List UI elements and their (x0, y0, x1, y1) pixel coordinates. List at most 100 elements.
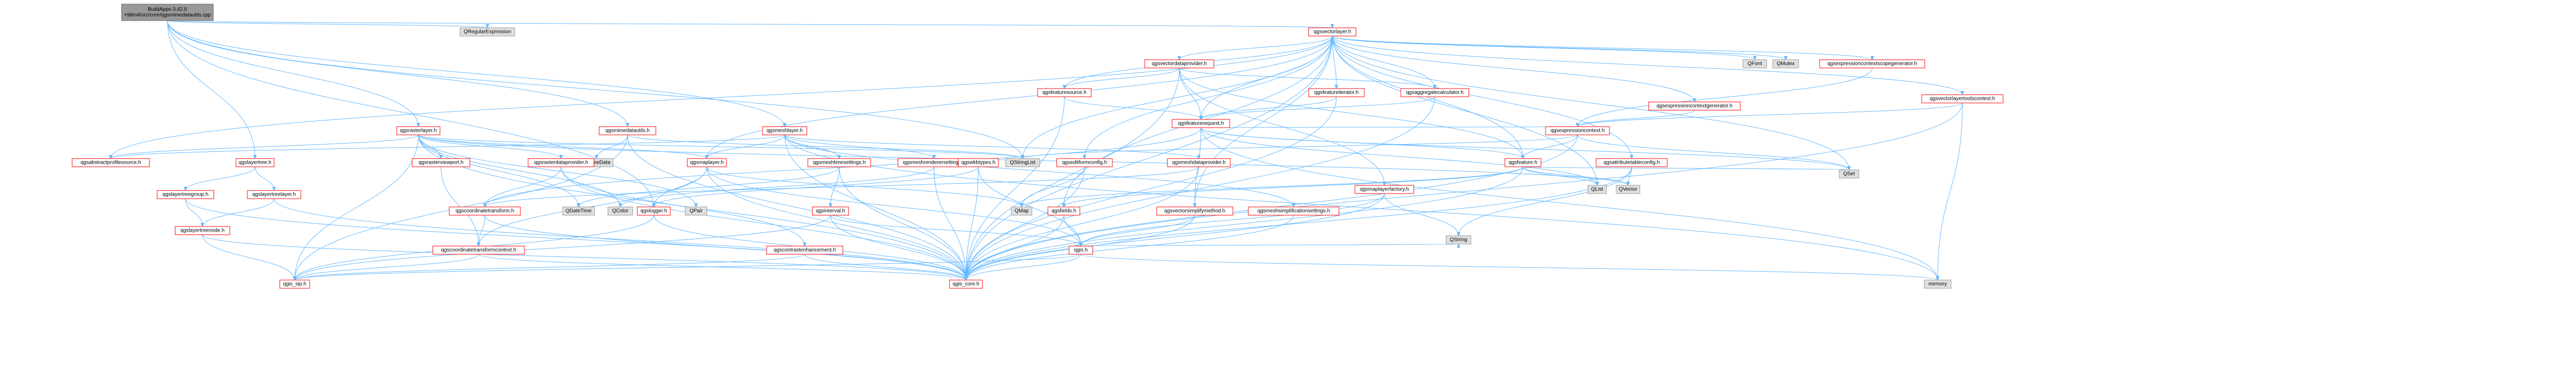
graph-node-qgsrasterlayer[interactable]: qgsrasterlayer.h (396, 126, 440, 135)
edge-qgscoordinatetransform-to-qgis_core (484, 215, 966, 280)
graph-node-qgsmeshtimesettings[interactable]: qgsmeshtimesettings.h (807, 158, 871, 167)
graph-node-qgsvectorlayertoolscontext[interactable]: qgsvectorlayertoolscontext.h (1921, 94, 2004, 103)
edge-qgis_h-to-memory (1080, 254, 1938, 280)
edges-layer (111, 20, 1963, 280)
node-label-qvector: QVector (1619, 187, 1638, 193)
edge-qgscoordinatetransform-to-qgscoordinatetransformcontext (479, 215, 485, 246)
edge-qgsmaplayer-to-qgslogger (654, 166, 707, 207)
graph-node-qgsvectorsimplifymethod[interactable]: qgsvectorsimplifymethod.h (1156, 206, 1233, 216)
graph-node-qgsvectordataprovider[interactable]: qgsvectordataprovider.h (1144, 59, 1214, 68)
edge-qgseditformconfig-to-qgis_core (966, 166, 1085, 280)
edge-qgsmeshlayer-to-qgsmaplayer (707, 134, 785, 159)
graph-node-root[interactable]: BuildApps-3.42.0+98m4/src/core/qgsmimeda… (121, 4, 214, 21)
edge-qgsfeaturesource-to-qgis_core (966, 96, 1065, 280)
graph-node-qgsvectorlayer[interactable]: qgsvectorlayer.h (1308, 27, 1357, 37)
graph-node-qgsinterval[interactable]: qgsinterval.h (812, 206, 849, 216)
node-label-qgslogger: qgslogger.h (640, 208, 667, 214)
graph-node-qgsmeshsimplificationsettings[interactable]: qgsmeshsimplificationsettings.h (1248, 206, 1340, 216)
node-label-qgis_sip: qgis_sip.h (283, 282, 306, 287)
node-label-qcolor: QColor (612, 208, 629, 214)
edge-qgsmeshlayer-to-qgsmeshsimplificationsettings (784, 134, 1294, 207)
graph-node-qcolor: QColor (607, 206, 633, 216)
graph-node-qgslogger[interactable]: qgslogger.h (637, 206, 671, 216)
graph-node-qgsrasterviewport[interactable]: qgsrasterviewport.h (412, 158, 470, 167)
graph-node-qgscoordinatetransformcontext[interactable]: qgscoordinatetransformcontext.h (432, 246, 525, 255)
graph-node-qgsfeature[interactable]: qgsfeature.h (1504, 158, 1541, 167)
edge-qgswkbtypes-to-qgis_core (966, 166, 979, 280)
node-box-qgsrasterlayer (396, 126, 440, 135)
graph-node-qgsmaplayerfactory[interactable]: qgsmaplayerfactory.h (1354, 185, 1414, 194)
graph-node-qgslayertree[interactable]: qgslayertree.h (235, 158, 275, 167)
graph-node-qgsmeshlayer[interactable]: qgsmeshlayer.h (762, 126, 807, 135)
node-box-qgsmaplayer (687, 158, 727, 167)
graph-node-qgsfeatureiterator[interactable]: qgsfeatureiterator.h (1308, 88, 1365, 97)
node-box-memory (1924, 280, 1952, 289)
graph-node-qgsexpressioncontextgenerator[interactable]: qgsexpressioncontextgenerator.h (1648, 101, 1741, 111)
node-box-qgsmeshtimesettings (807, 158, 871, 167)
graph-node-qgswkbtypes[interactable]: qgswkbtypes.h (958, 158, 999, 167)
node-label-memory: memory (1928, 282, 1947, 287)
graph-node-qgslayertreegroup[interactable]: qgslayertreegroup.h (157, 190, 214, 199)
edge-qgsvectorlayertoolscontext-to-qgis_core (966, 102, 1963, 280)
graph-node-qgsfields[interactable]: qgsfields.h (1047, 206, 1080, 216)
graph-node-qgsfeaturerequest[interactable]: qgsfeaturerequest.h (1172, 119, 1230, 128)
edge-qgswkbtypes-to-qgslogger (654, 166, 979, 207)
edge-qgswkbtypes-to-qgis_h (978, 166, 1081, 246)
graph-node-qgsattributetableconfig[interactable]: qgsattributetableconfig.h (1596, 158, 1668, 167)
edge-qgsmeshlayer-to-qgsmeshrenderersettings (784, 134, 934, 159)
node-label-qmap: QMap (1014, 208, 1029, 214)
edge-qgsvectorlayer-to-qgsaggregatecalculator (1332, 36, 1435, 89)
graph-node-qgscontrastenhancement[interactable]: qgscontrastenhancement.h (766, 246, 843, 255)
edge-qgsfeaturerequest-to-qlist (1200, 127, 1597, 185)
node-box-qgsmeshsimplificationsettings (1248, 206, 1340, 216)
edge-qgsmeshlayer-to-qgsmeshdataprovider (784, 134, 1199, 159)
edge-qgsvectordataprovider-to-qgis_core (966, 67, 1180, 280)
node-box-qgslayertree (235, 158, 275, 167)
graph-node-qgsaggregatecalculator[interactable]: qgsaggregatecalculator.h (1400, 88, 1469, 97)
graph-node-qlist: QList (1587, 185, 1607, 194)
graph-node-qgseditformconfig[interactable]: qgseditformconfig.h (1056, 158, 1113, 167)
graph-node-qgsmeshdataprovider[interactable]: qgsmeshdataprovider.h (1167, 158, 1231, 167)
graph-node-qgsexpressioncontext[interactable]: qgsexpressioncontext.h (1545, 126, 1610, 135)
edge-qgsaggregatecalculator-to-qgsfeaturerequest (1201, 96, 1435, 119)
graph-node-qgsabstractprofilesource[interactable]: qgsabstractprofilesource.h (72, 158, 150, 167)
graph-node-qgslayertreelayer[interactable]: qgslayertreelayer.h (247, 190, 301, 199)
node-box-qfont (1742, 59, 1767, 68)
edge-qgsmaplayer-to-qgis_h (706, 166, 1081, 246)
edge-qgsmeshrenderersettings-to-qcolor (620, 166, 935, 207)
node-label-qgscoordinatetransform: qgscoordinatetransform.h (455, 208, 514, 214)
nodes-layer: BuildApps-3.42.0+98m4/src/core/qgsmimeda… (72, 4, 2004, 289)
edge-qgscoordinatetransformcontext-to-qgis_core (478, 254, 966, 280)
node-label-qpair: QPair (689, 208, 703, 214)
node-box-qgslayertreenode (175, 226, 230, 235)
edge-qgsmeshtimesettings-to-qgis_core (839, 166, 966, 280)
edge-qgsmeshdataprovider-to-qgscoordinatetransform (485, 166, 1199, 207)
graph-node-qgscoordinatetransform[interactable]: qgscoordinatetransform.h (449, 206, 521, 216)
node-box-qset (1839, 169, 1859, 179)
node-label-qgsmeshsimplificationsettings: qgsmeshsimplificationsettings.h (1258, 208, 1330, 214)
node-label-qgsvectorlayer: qgsvectorlayer.h (1314, 29, 1351, 35)
edge-qgsvectorlayertoolscontext-to-qgsexpressioncontext (1578, 102, 1963, 127)
graph-node-qgsexpressioncontextscopegenerator[interactable]: qgsexpressioncontextscopegenerator.h (1819, 59, 1925, 68)
graph-node-qgsmaplayer[interactable]: qgsmaplayer.h (687, 158, 727, 167)
graph-node-qgsrasterdataprovider[interactable]: qgsrasterdataprovider.h (528, 158, 595, 167)
graph-node-qset: QSet (1839, 169, 1859, 179)
edge-qgsfields-to-qgis_core (966, 215, 1064, 280)
edge-qgsvectorlayer-to-qgsexpressioncontextscopegenerator (1332, 36, 1872, 60)
node-label-qgis_core: qgis_core.h (953, 282, 979, 287)
node-box-qgsvectorlayertoolscontext (1921, 94, 2004, 103)
node-label-qgscontrastenhancement: qgscontrastenhancement.h (774, 248, 836, 253)
graph-node-qgsfeaturesource[interactable]: qgsfeaturesource.h (1037, 88, 1092, 97)
graph-node-qgslayertreenode[interactable]: qgslayertreenode.h (175, 226, 230, 235)
graph-node-qmap: QMap (1011, 206, 1032, 216)
edge-qgsrasterdataprovider-to-qgscontrastenhancement (561, 166, 805, 246)
graph-node-qgis_h[interactable]: qgis.h (1069, 246, 1093, 255)
edge-qgsrasterlayer-to-qgsmaplayer (418, 134, 707, 159)
edge-qgsvectordataprovider-to-qgsmaplayerfactory (1179, 67, 1384, 185)
graph-node-qgsmimedatautils_h[interactable]: qgsmimedatautils.h (599, 126, 656, 135)
graph-node-qgis_sip[interactable]: qgis_sip.h (279, 280, 310, 289)
edge-qgsvectorlayer-to-qset (1332, 36, 1849, 170)
node-label-qgis_h: qgis.h (1074, 248, 1088, 253)
graph-node-qgis_core[interactable]: qgis_core.h (949, 280, 983, 289)
node-box-qstring (1446, 235, 1471, 245)
